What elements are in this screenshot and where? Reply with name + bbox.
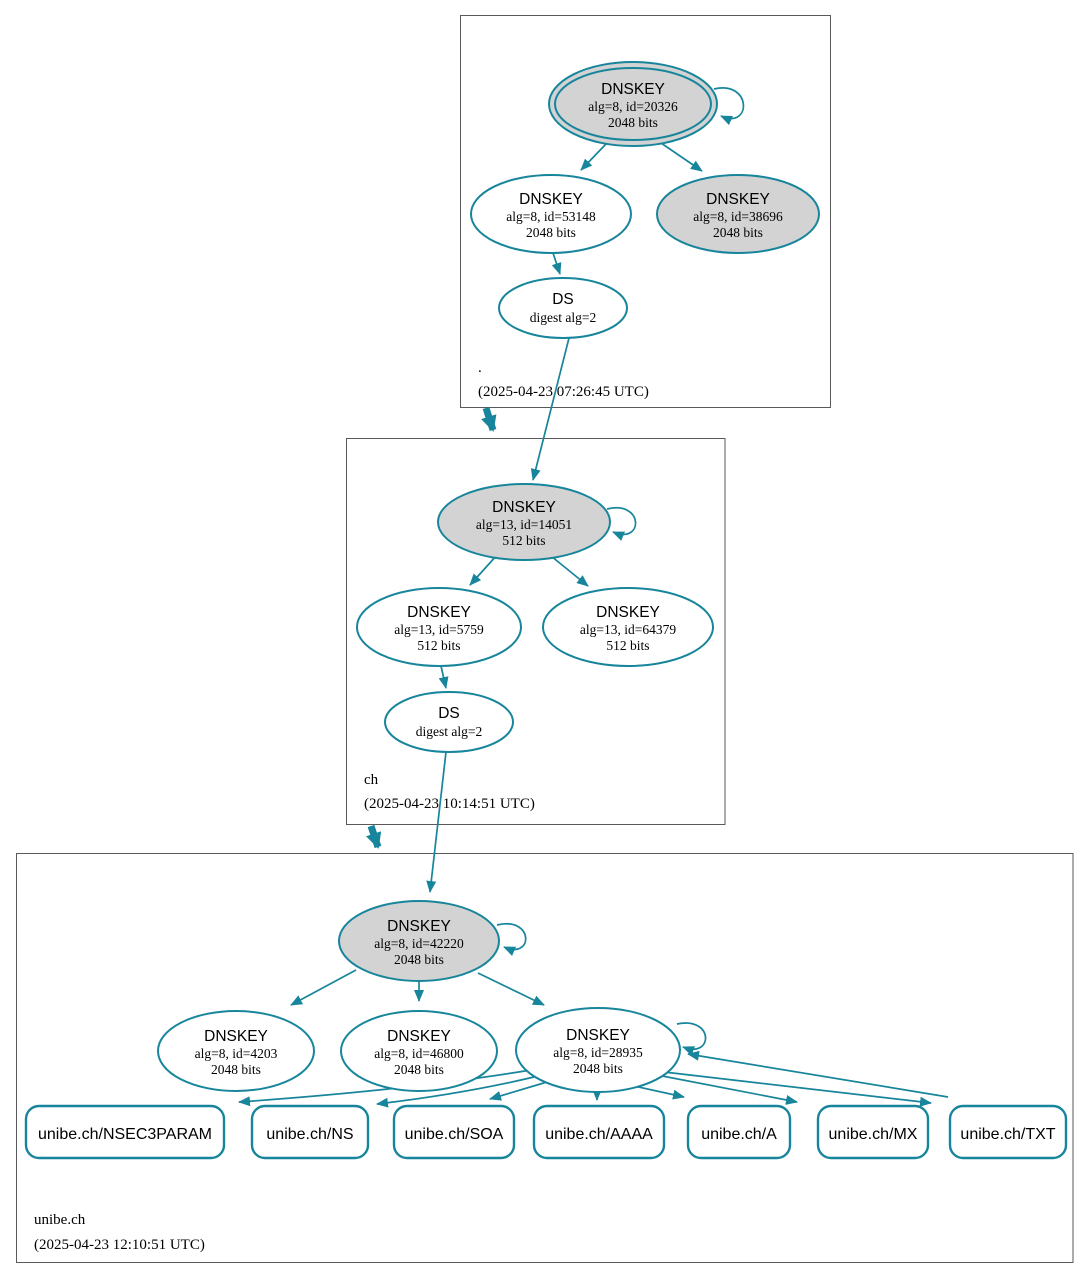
zone-label-ch: ch [364, 772, 379, 788]
node-bits: 512 bits [606, 638, 649, 653]
node-detail: alg=8, id=28935 [553, 1045, 643, 1060]
node-title: DNSKEY [204, 1028, 268, 1045]
edge-5759-to-ds [438, 665, 449, 689]
node-dnskey-64379[interactable]: DNSKEY alg=13, id=64379 512 bits [542, 587, 714, 667]
edge-selfloop-20326 [713, 87, 745, 126]
node-title: DNSKEY [387, 918, 451, 935]
zone-timestamp-root: (2025-04-23 07:26:45 UTC) [478, 384, 649, 400]
delegation-arrow-root-to-ch [481, 406, 497, 432]
node-title: DNSKEY [407, 604, 471, 621]
edge-28935-to-a [633, 1085, 685, 1100]
zone-ch: DNSKEY alg=13, id=14051 512 bits DNSKEY … [356, 483, 714, 812]
node-bits: 2048 bits [573, 1061, 623, 1076]
edge-root-ds-to-ch-ksk [530, 337, 570, 481]
node-bits: 512 bits [502, 533, 545, 548]
zone-root: DNSKEY alg=8, id=20326 2048 bits DNSKEY … [470, 61, 820, 400]
edge-txt-to-28935 [687, 1050, 949, 1098]
node-title: DNSKEY [601, 81, 665, 98]
rrset-label: unibe.ch/MX [829, 1126, 918, 1143]
edge-42220-to-4203 [290, 969, 357, 1006]
zone-unibe: DNSKEY alg=8, id=42220 2048 bits DNSKEY … [24, 900, 1068, 1253]
edge-28935-to-txt [663, 1071, 932, 1107]
delegation-arrow-ch-to-unibe [365, 824, 382, 849]
zone-label-root: . [478, 360, 482, 376]
node-title: DS [552, 291, 574, 308]
node-bits: 2048 bits [526, 225, 576, 240]
edge-14051-to-64379 [550, 555, 589, 587]
zone-timestamp-unibe: (2025-04-23 12:10:51 UTC) [34, 1237, 205, 1253]
rrset-nsec3param[interactable]: unibe.ch/NSEC3PARAM [24, 1104, 226, 1160]
rrset-soa[interactable]: unibe.ch/SOA [392, 1104, 516, 1160]
edge-42220-to-28935 [477, 972, 545, 1006]
rrset-label: unibe.ch/NSEC3PARAM [38, 1126, 212, 1143]
node-dnskey-5759[interactable]: DNSKEY alg=13, id=5759 512 bits [356, 587, 522, 667]
node-detail: alg=13, id=5759 [394, 622, 484, 637]
rrset-mx[interactable]: unibe.ch/MX [816, 1104, 930, 1160]
node-title: DNSKEY [519, 191, 583, 208]
node-detail: digest alg=2 [530, 310, 596, 325]
edge-53148-to-ds [551, 252, 562, 275]
node-ds-ch[interactable]: DS digest alg=2 [384, 691, 514, 753]
node-title: DS [438, 705, 460, 722]
node-dnskey-46800[interactable]: DNSKEY alg=8, id=46800 2048 bits [340, 1010, 498, 1092]
node-detail: alg=8, id=4203 [195, 1046, 278, 1061]
rrset-label: unibe.ch/AAAA [545, 1126, 653, 1143]
node-detail: alg=8, id=53148 [506, 209, 596, 224]
node-detail: alg=8, id=46800 [374, 1046, 464, 1061]
node-detail: digest alg=2 [416, 724, 482, 739]
rrset-label: unibe.ch/A [701, 1126, 777, 1143]
edge-20326-to-38696 [660, 142, 703, 172]
node-bits: 2048 bits [394, 1062, 444, 1077]
zone-timestamp-ch: (2025-04-23 10:14:51 UTC) [364, 796, 535, 812]
node-ds-root[interactable]: DS digest alg=2 [498, 277, 628, 339]
node-bits: 2048 bits [394, 952, 444, 967]
node-dnskey-20326[interactable]: DNSKEY alg=8, id=20326 2048 bits [548, 61, 718, 147]
rrset-a[interactable]: unibe.ch/A [686, 1104, 792, 1160]
node-title: DNSKEY [566, 1027, 630, 1044]
node-dnskey-38696[interactable]: DNSKEY alg=8, id=38696 2048 bits [656, 174, 820, 254]
node-bits: 2048 bits [211, 1062, 261, 1077]
rrset-label: unibe.ch/SOA [405, 1126, 504, 1143]
node-dnskey-4203[interactable]: DNSKEY alg=8, id=4203 2048 bits [157, 1010, 315, 1092]
node-dnskey-28935[interactable]: DNSKEY alg=8, id=28935 2048 bits [515, 1007, 681, 1093]
rrset-txt[interactable]: unibe.ch/TXT [948, 1104, 1068, 1160]
edge-28935-to-mx [656, 1074, 798, 1105]
edge-ch-ds-to-unibe-ksk [426, 751, 447, 893]
node-bits: 512 bits [417, 638, 460, 653]
edge-14051-to-5759 [469, 554, 498, 586]
node-title: DNSKEY [706, 191, 770, 208]
node-dnskey-53148[interactable]: DNSKEY alg=8, id=53148 2048 bits [470, 174, 632, 254]
edge-20326-to-53148 [580, 143, 607, 171]
node-title: DNSKEY [596, 604, 660, 621]
node-dnskey-14051[interactable]: DNSKEY alg=13, id=14051 512 bits [437, 483, 611, 561]
node-detail: alg=8, id=42220 [374, 936, 464, 951]
rrset-aaaa[interactable]: unibe.ch/AAAA [532, 1104, 666, 1160]
rrset-label: unibe.ch/TXT [960, 1126, 1055, 1143]
edge-28935-to-ns [376, 1076, 535, 1108]
node-detail: alg=8, id=20326 [588, 99, 678, 114]
rrset-label: unibe.ch/NS [266, 1126, 353, 1143]
rrset-ns[interactable]: unibe.ch/NS [250, 1104, 370, 1160]
node-detail: alg=13, id=14051 [476, 517, 572, 532]
node-detail: alg=13, id=64379 [580, 622, 676, 637]
edge-selfloop-42220 [496, 922, 527, 956]
edge-28935-to-soa [489, 1081, 548, 1101]
node-dnskey-42220[interactable]: DNSKEY alg=8, id=42220 2048 bits [338, 900, 500, 982]
node-bits: 2048 bits [608, 115, 658, 130]
node-detail: alg=8, id=38696 [693, 209, 783, 224]
edge-selfloop-28935 [676, 1022, 707, 1056]
node-title: DNSKEY [387, 1028, 451, 1045]
edge-selfloop-14051 [606, 506, 637, 541]
node-title: DNSKEY [492, 499, 556, 516]
node-bits: 2048 bits [713, 225, 763, 240]
zone-label-unibe: unibe.ch [34, 1212, 86, 1228]
